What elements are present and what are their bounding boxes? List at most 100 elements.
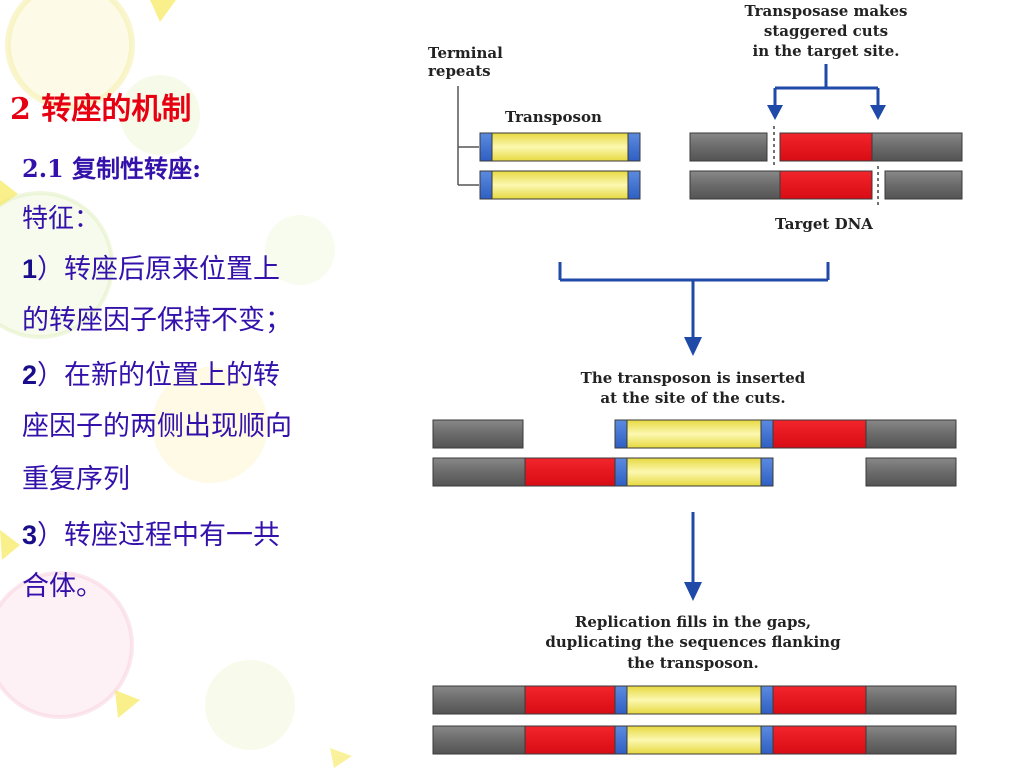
gray-segment	[884, 170, 963, 200]
arrow-head	[767, 105, 783, 120]
red-segment	[779, 132, 873, 162]
gray-segment	[865, 685, 957, 715]
slide-heading: 2 转座的机制	[10, 92, 192, 127]
transposase-caption: Transposase makes	[745, 2, 908, 20]
feature-number: 3	[22, 520, 38, 550]
blue-end	[760, 457, 774, 487]
feature-text: 的转座因子保持不变；	[22, 305, 292, 336]
decorative-bubble	[152, 367, 268, 483]
feature-line: 合体。	[22, 570, 103, 604]
decorative-bubble	[120, 75, 200, 155]
decorative-bubble	[0, 191, 114, 339]
terminal-repeats-label: repeats	[428, 62, 491, 80]
section-subheading: 2.1 复制性转座:	[22, 154, 201, 183]
feature-text: ）在新的位置上的转	[37, 360, 281, 391]
blue-end	[479, 132, 493, 162]
transposase-arrows	[773, 64, 880, 108]
transposon-strand	[479, 170, 641, 200]
feature-text: 重复序列	[22, 464, 130, 495]
blue-end	[479, 170, 493, 200]
blue-end	[614, 725, 628, 755]
gray-segment	[689, 170, 781, 200]
insertion-caption: at the site of the cuts.	[600, 389, 785, 407]
replicated-top-strand	[432, 685, 957, 715]
feature-line: 1）转座后原来位置上	[22, 252, 280, 287]
decorative-bubble	[205, 660, 295, 750]
yellow-segment	[491, 170, 629, 200]
blue-end	[760, 685, 774, 715]
arrow-head	[684, 337, 702, 356]
yellow-segment	[491, 132, 629, 162]
feature-line: 重复序列	[22, 463, 130, 497]
replication-caption: duplicating the sequences flanking	[545, 633, 841, 651]
red-segment	[524, 685, 616, 715]
replication-caption: the transposon.	[627, 654, 759, 672]
decorative-triangle	[150, 0, 176, 22]
arrow-head	[684, 582, 702, 601]
terminal-repeats-bracket	[457, 86, 479, 186]
feature-text: ）转座过程中有一共	[37, 520, 281, 551]
decorative-triangle	[330, 748, 352, 768]
red-segment	[524, 725, 616, 755]
red-segment	[772, 725, 867, 755]
blue-end	[614, 457, 628, 487]
feature-number: 2	[22, 360, 38, 390]
gray-segment	[689, 132, 768, 162]
feature-text: 合体。	[22, 571, 103, 602]
feature-number: 1	[22, 254, 38, 284]
transposon-strand	[479, 132, 641, 162]
yellow-segment	[626, 457, 762, 487]
target-dna-top-strand	[689, 132, 963, 162]
terminal-repeats-label: Terminal	[428, 44, 503, 62]
feature-line: 3）转座过程中有一共	[22, 518, 280, 553]
replication-caption: Replication fills in the gaps,	[575, 613, 811, 631]
red-segment	[524, 457, 616, 487]
gray-segment	[865, 725, 957, 755]
decorative-triangle	[0, 180, 18, 206]
target-dna-bottom-strand	[689, 170, 963, 200]
gray-segment	[432, 725, 526, 755]
yellow-segment	[626, 419, 762, 449]
red-segment	[779, 170, 873, 200]
decorative-triangle	[115, 690, 140, 718]
red-segment	[772, 685, 867, 715]
gray-segment	[432, 457, 526, 487]
feature-line: 2）在新的位置上的转	[22, 358, 280, 393]
decorative-bubble	[265, 215, 335, 285]
blue-end	[760, 419, 774, 449]
arrow-head	[870, 105, 886, 120]
red-segment	[772, 419, 867, 449]
inserted-bottom-strand	[432, 457, 957, 487]
transposase-caption: in the target site.	[753, 42, 900, 60]
blue-end	[614, 685, 628, 715]
features-label: 特征：	[22, 204, 101, 234]
feature-text: ）转座后原来位置上	[37, 254, 281, 285]
insertion-caption: The transposon is inserted	[581, 369, 806, 387]
feature-line: 座因子的两侧出现顺向	[22, 410, 292, 444]
yellow-segment	[626, 685, 762, 715]
gray-segment	[865, 457, 957, 487]
target-dna-label: Target DNA	[775, 215, 873, 233]
step-bracket	[558, 262, 830, 340]
inserted-top-strand	[432, 419, 957, 449]
transposase-caption: staggered cuts	[764, 22, 888, 40]
replicated-bottom-strand	[432, 725, 957, 755]
blue-end	[627, 170, 641, 200]
blue-end	[760, 725, 774, 755]
blue-end	[614, 419, 628, 449]
decorative-bubble	[5, 0, 135, 110]
decorative-triangle	[0, 530, 20, 560]
gray-segment	[432, 419, 524, 449]
transposon-label: Transposon	[505, 108, 602, 126]
gray-segment	[865, 419, 957, 449]
feature-text: 座因子的两侧出现顺向	[22, 411, 292, 442]
feature-line: 的转座因子保持不变；	[22, 304, 292, 338]
decorative-bubble	[0, 571, 134, 719]
gray-segment	[871, 132, 963, 162]
yellow-segment	[626, 725, 762, 755]
gray-segment	[432, 685, 526, 715]
blue-end	[627, 132, 641, 162]
